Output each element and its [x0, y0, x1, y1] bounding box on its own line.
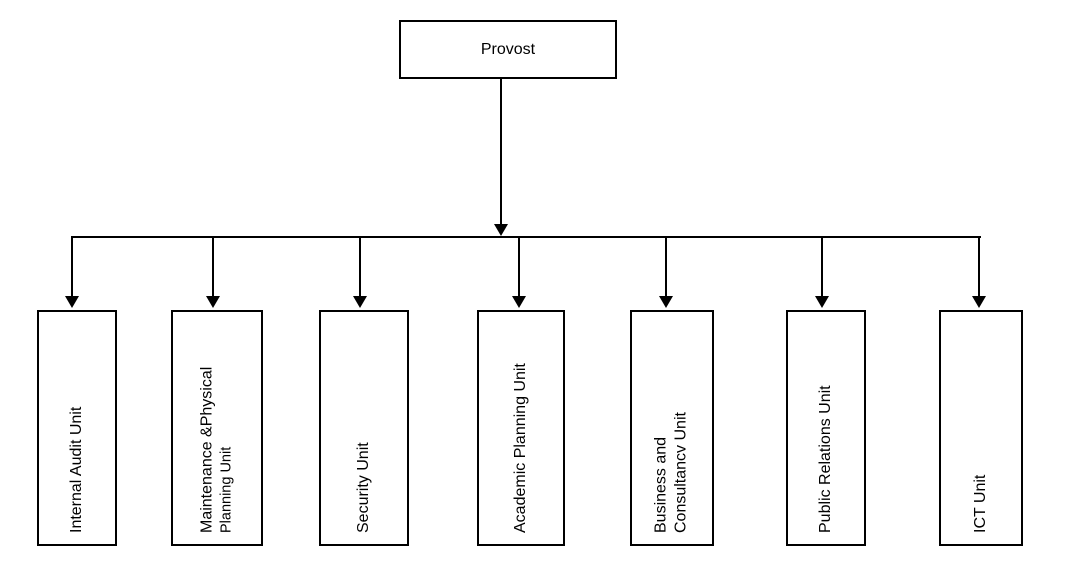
- unit-label-maintenance-physical-planning: Maintenance &Physical Planning Unit: [198, 366, 235, 533]
- arrowhead-internal-audit: [65, 296, 79, 308]
- unit-label-business-consultancy: Business and Consultancv Unit: [652, 412, 690, 533]
- root-box-provost: Provost: [399, 20, 617, 79]
- connector-drop-ict: [978, 238, 980, 296]
- connector-drop-internal-audit: [71, 238, 73, 296]
- connector-drop-academic-planning: [518, 238, 520, 296]
- connector-drop-security: [359, 238, 361, 296]
- unit-label-security: Security Unit: [354, 442, 372, 533]
- connector-trunk-vertical: [500, 79, 502, 224]
- connector-drop-maintenance: [212, 238, 214, 296]
- arrowhead-ict: [972, 296, 986, 308]
- arrowhead-security: [353, 296, 367, 308]
- arrowhead-business-consultancy: [659, 296, 673, 308]
- unit-box-public-relations: Public Relations Unit: [786, 310, 866, 546]
- unit-box-maintenance-physical-planning: Maintenance &Physical Planning Unit: [171, 310, 263, 546]
- unit-box-internal-audit: Internal Audit Unit: [37, 310, 117, 546]
- unit-box-security: Security Unit: [319, 310, 409, 546]
- arrowhead-maintenance: [206, 296, 220, 308]
- arrowhead-public-relations: [815, 296, 829, 308]
- connector-drop-public-relations: [821, 238, 823, 296]
- root-label: Provost: [480, 40, 536, 58]
- unit-box-academic-planning: Academic Planning Unit: [477, 310, 565, 546]
- unit-label-internal-audit: Internal Audit Unit: [67, 406, 85, 533]
- arrowhead-academic-planning: [512, 296, 526, 308]
- unit-label-public-relations: Public Relations Unit: [816, 385, 834, 533]
- unit-label-ict: ICT Unit: [971, 474, 989, 533]
- arrowhead-trunk: [494, 224, 508, 236]
- connector-drop-business-consultancy: [665, 238, 667, 296]
- unit-box-business-consultancy: Business and Consultancv Unit: [630, 310, 714, 546]
- unit-box-ict: ICT Unit: [939, 310, 1023, 546]
- connector-horizontal-bus: [71, 236, 981, 238]
- unit-label-academic-planning: Academic Planning Unit: [511, 363, 529, 533]
